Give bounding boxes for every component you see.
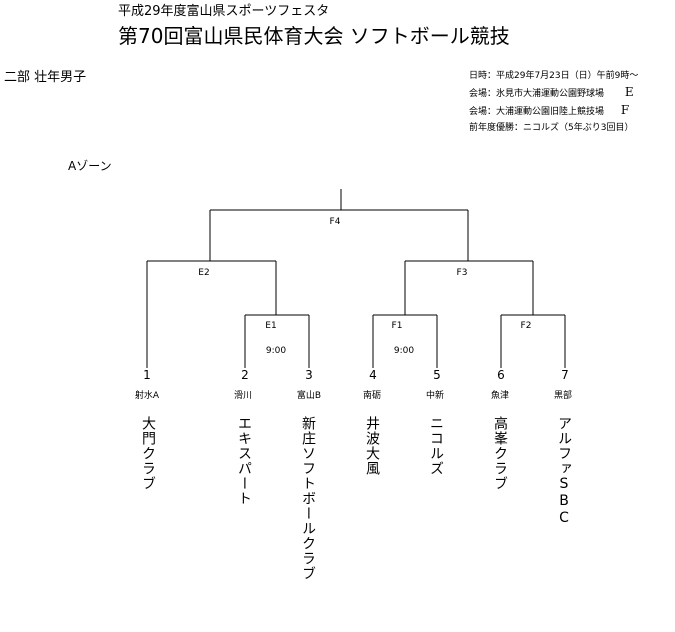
- team-name: ニコルズ: [428, 416, 444, 476]
- division-label: 二部 壮年男子: [4, 70, 87, 85]
- venue-2-code: F: [620, 103, 630, 117]
- event-subtitle: 平成29年度富山県スポーツフェスタ: [118, 4, 330, 19]
- team-city: 中新: [425, 391, 445, 401]
- page-title: 第70回富山県民体育大会 ソフトボール競技: [118, 24, 510, 48]
- team-city: 富山B: [296, 391, 322, 401]
- match-f4-label: F4: [329, 217, 341, 227]
- match-f1-time: 9:00: [393, 346, 415, 356]
- seed-number: 1: [143, 368, 151, 382]
- match-f2-label: F2: [520, 321, 532, 331]
- team-city: 南砺: [362, 391, 382, 401]
- seed-number: 5: [433, 368, 441, 382]
- info-last-champion: 前年度優勝：ニコルズ（5年ぶり3回目）: [469, 123, 634, 133]
- match-e1-time: 9:00: [265, 346, 287, 356]
- info-date: 日時：平成29年7月23日（日）午前9時～: [469, 71, 639, 81]
- info-venue-1: 会場：氷見市大浦運動公園野球場 E: [469, 84, 638, 102]
- seed-number: 3: [305, 368, 313, 382]
- seed-number: 4: [369, 368, 377, 382]
- venue-2-text: 会場：大浦運動公園旧陸上競技場: [469, 107, 605, 117]
- venue-1-code: E: [624, 85, 634, 99]
- team-name: アルファSBC: [556, 416, 572, 527]
- event-info: 日時：平成29年7月23日（日）午前9時～ 会場：氷見市大浦運動公園野球場 E …: [469, 68, 638, 136]
- team-name: 高峯クラブ: [492, 416, 508, 491]
- match-e1-label: E1: [265, 321, 277, 331]
- team-name: 新庄ソフトボールクラブ: [300, 416, 316, 581]
- seed-number: 2: [241, 368, 249, 382]
- team-city: 射水A: [134, 391, 160, 401]
- seed-number: 7: [561, 368, 569, 382]
- venue-1-text: 会場：氷見市大浦運動公園野球場: [469, 89, 605, 99]
- seed-number: 6: [497, 368, 505, 382]
- match-f3-label: F3: [456, 268, 468, 278]
- team-city: 滑川: [233, 391, 253, 401]
- team-name: 大門クラブ: [140, 416, 156, 491]
- team-city: 黒部: [553, 391, 573, 401]
- match-e2-label: E2: [198, 268, 210, 278]
- team-city: 魚津: [490, 391, 510, 401]
- zone-label: Aゾーン: [68, 159, 112, 173]
- match-f1-label: F1: [391, 321, 403, 331]
- info-venue-2: 会場：大浦運動公園旧陸上競技場 F: [469, 102, 638, 120]
- team-name: エキスパート: [236, 416, 252, 506]
- team-name: 井波大風: [364, 416, 380, 476]
